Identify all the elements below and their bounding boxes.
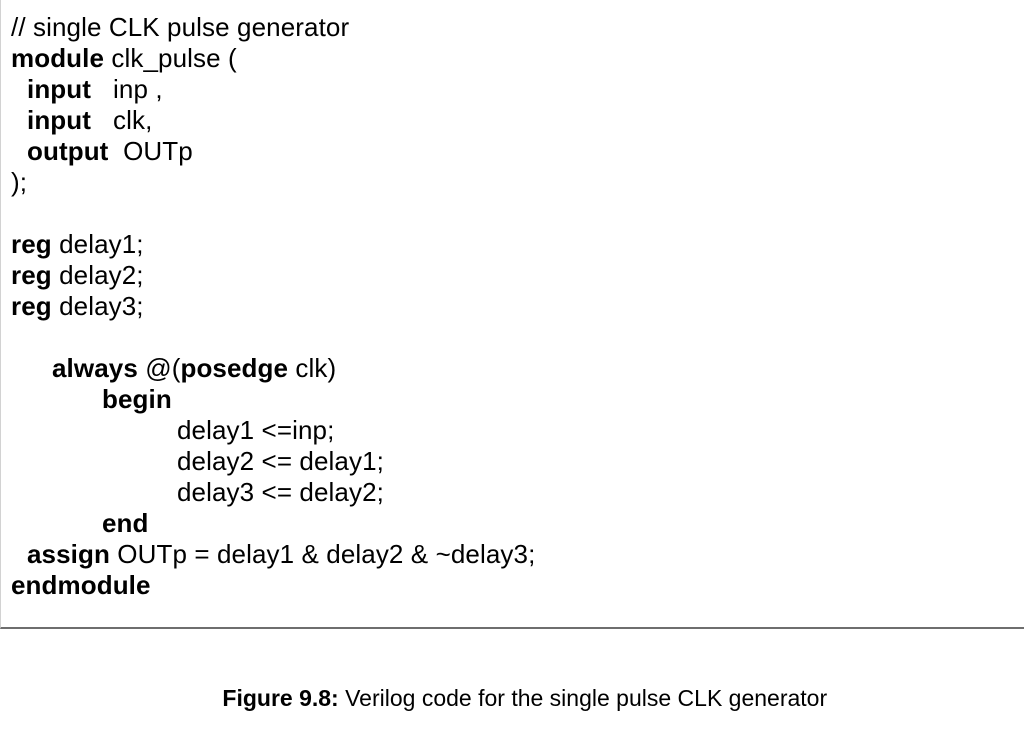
code-keyword: assign: [27, 539, 110, 569]
code-keyword: reg: [11, 291, 52, 321]
code-line: input inp ,: [1, 74, 1011, 105]
code-keyword: output: [27, 136, 109, 166]
code-keyword: reg: [11, 260, 52, 290]
code-keyword: posedge: [180, 353, 289, 383]
code-line: module clk_pulse (: [1, 43, 1011, 74]
code-line: always @(posedge clk): [1, 353, 1011, 384]
code-text: delay2 <= delay1;: [177, 446, 384, 476]
code-line: reg delay1;: [1, 229, 1011, 260]
code-text: inp ,: [91, 74, 163, 104]
code-keyword: always: [52, 353, 138, 383]
code-line: reg delay2;: [1, 260, 1011, 291]
figure-caption: Figure 9.8: Verilog code for the single …: [0, 653, 1024, 743]
code-text: clk,: [91, 105, 153, 135]
figure-caption-text: Verilog code for the single pulse CLK ge…: [338, 685, 828, 711]
code-text: delay3;: [51, 291, 144, 321]
code-text: delay1;: [51, 229, 144, 259]
code-line: );: [1, 167, 1011, 198]
code-blank-line: [1, 198, 1011, 229]
code-text: OUTp: [108, 136, 193, 166]
code-text: clk): [288, 353, 337, 383]
code-line: end: [1, 508, 1011, 539]
code-line: begin: [1, 384, 1011, 415]
code-text: OUTp = delay1 & delay2 & ~delay3;: [109, 539, 536, 569]
code-text: // single CLK pulse generator: [11, 12, 350, 42]
code-line: reg delay3;: [1, 291, 1011, 322]
code-text: );: [11, 167, 28, 197]
code-line: delay1 <=inp;: [1, 415, 1011, 446]
code-text: delay1 <=inp;: [177, 415, 335, 445]
code-keyword: begin: [102, 384, 172, 414]
code-text: delay2;: [51, 260, 144, 290]
code-keyword: module: [11, 43, 105, 73]
code-text: clk_pulse (: [104, 43, 237, 73]
code-keyword: input: [27, 74, 92, 104]
code-keyword: endmodule: [11, 570, 151, 600]
code-line: // single CLK pulse generator: [1, 12, 1011, 43]
code-keyword: reg: [11, 229, 52, 259]
code-line: endmodule: [1, 570, 1011, 601]
code-line: input clk,: [1, 105, 1011, 136]
code-keyword: input: [27, 105, 92, 135]
code-text: delay3 <= delay2;: [177, 477, 384, 507]
code-line: assign OUTp = delay1 & delay2 & ~delay3;: [1, 539, 1011, 570]
figure-caption-label: Figure 9.8:: [222, 685, 339, 711]
code-line: delay2 <= delay1;: [1, 446, 1011, 477]
code-keyword: end: [102, 508, 149, 538]
code-line: output OUTp: [1, 136, 1011, 167]
code-text: @(: [137, 353, 181, 383]
code-blank-line: [1, 322, 1011, 353]
code-line: delay3 <= delay2;: [1, 477, 1011, 508]
